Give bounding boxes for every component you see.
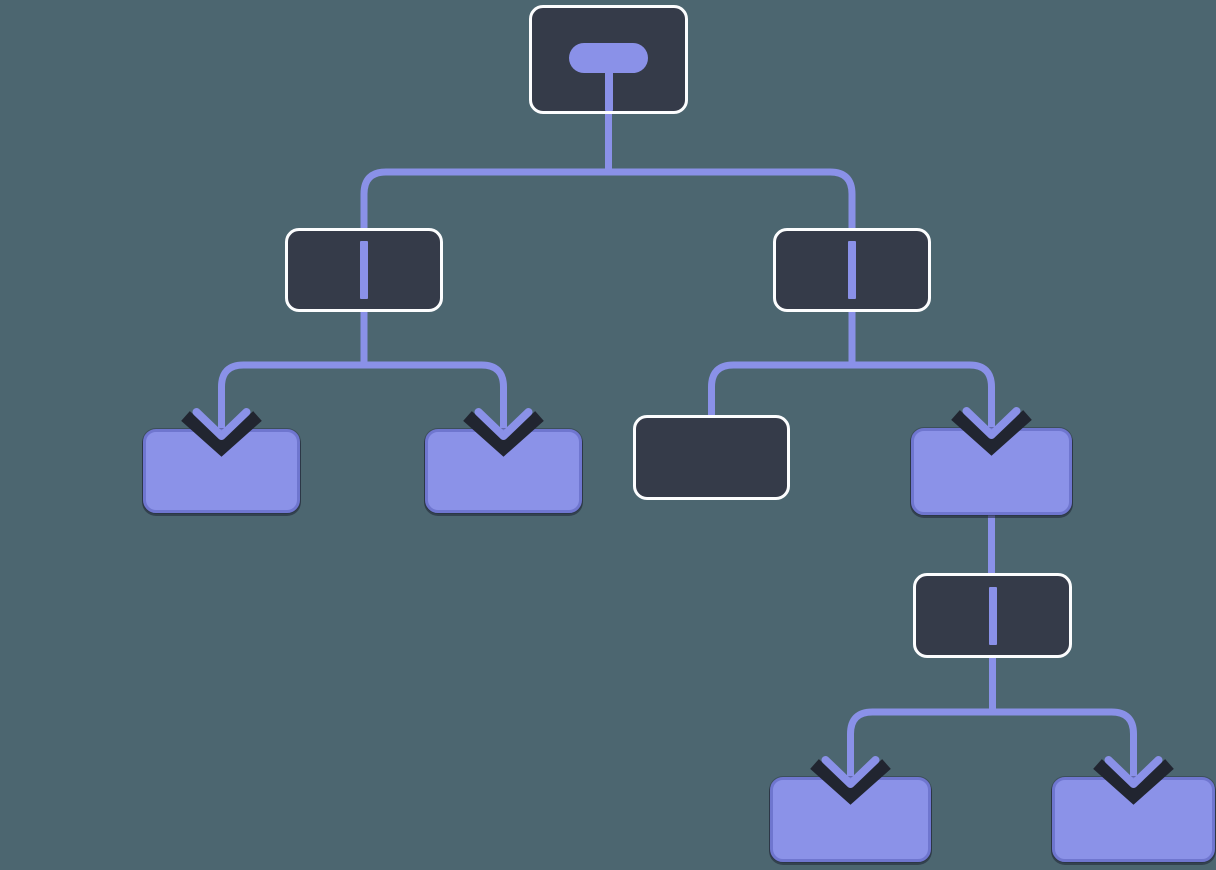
node-mid-dark bbox=[633, 415, 790, 500]
placeholder-pill-stem bbox=[604, 71, 613, 111]
connector-path bbox=[847, 658, 1137, 784]
node-branch-left bbox=[285, 228, 443, 312]
placeholder-pill bbox=[569, 43, 648, 73]
node-branch-right bbox=[773, 228, 931, 312]
node-leaf-5 bbox=[1052, 777, 1215, 862]
placeholder-bar bbox=[848, 241, 856, 299]
node-leaf-3 bbox=[911, 428, 1072, 515]
node-leaf-1 bbox=[143, 429, 300, 513]
connector-path bbox=[218, 312, 507, 436]
node-branch-bottom bbox=[913, 573, 1072, 658]
placeholder-bar bbox=[988, 586, 997, 645]
placeholder-bar bbox=[360, 241, 368, 299]
node-leaf-2 bbox=[425, 429, 582, 513]
node-leaf-4 bbox=[770, 777, 931, 862]
node-root bbox=[529, 5, 688, 114]
connector-path bbox=[360, 114, 856, 228]
